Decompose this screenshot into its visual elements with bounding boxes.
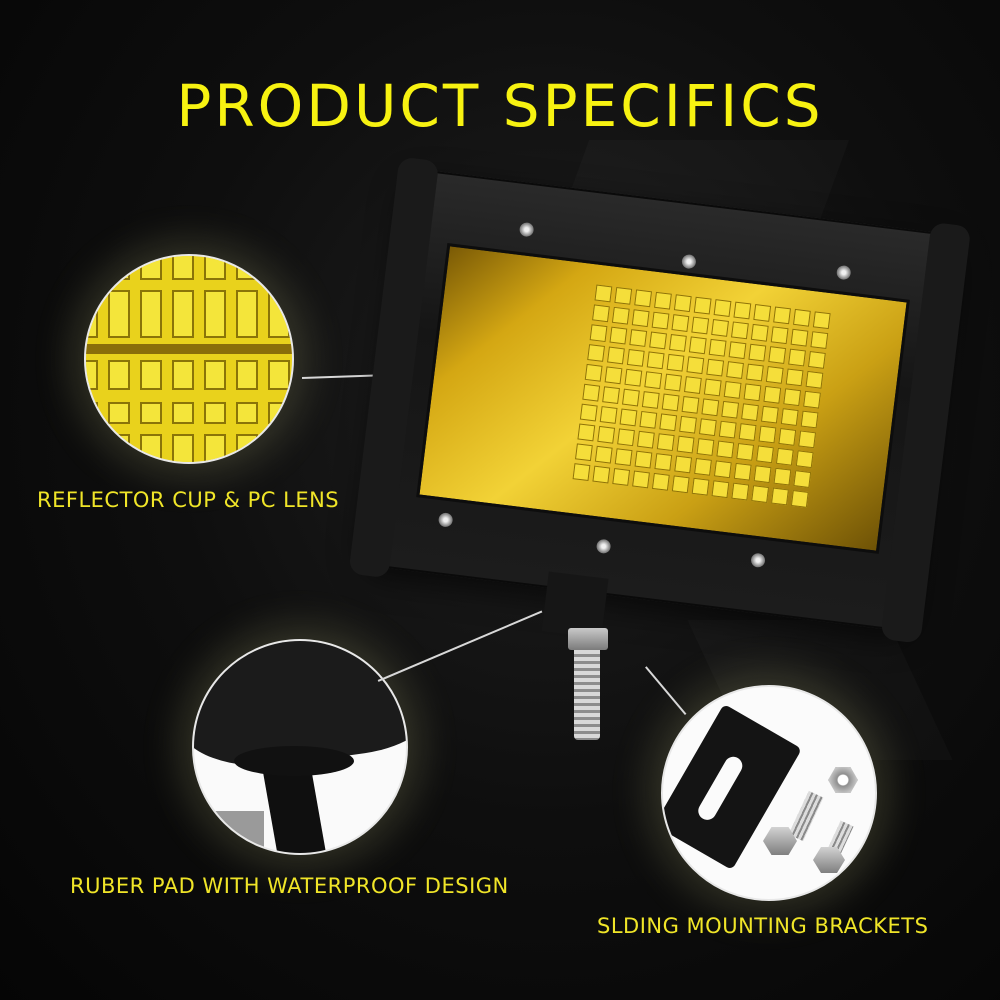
bolt-shaft-icon bbox=[574, 650, 600, 740]
mounting-bracket-closeup-icon bbox=[661, 685, 877, 901]
page-title: PRODUCT SPECIFICS bbox=[176, 72, 824, 140]
led-lens-closeup-icon bbox=[84, 254, 294, 464]
hex-nut-icon bbox=[828, 767, 858, 793]
led-work-light-icon bbox=[348, 156, 972, 662]
bracket-connector-line bbox=[645, 666, 687, 715]
bolt-icon bbox=[763, 827, 797, 855]
bracket-label: SLDING MOUNTING BRACKETS bbox=[597, 914, 929, 938]
pad-label: RUBER PAD WITH WATERPROOF DESIGN bbox=[70, 874, 509, 898]
rubber-pad-closeup-icon bbox=[192, 639, 408, 855]
lens-label: REFLECTOR CUP & PC LENS bbox=[37, 488, 340, 512]
bolt-head-icon bbox=[568, 628, 608, 650]
